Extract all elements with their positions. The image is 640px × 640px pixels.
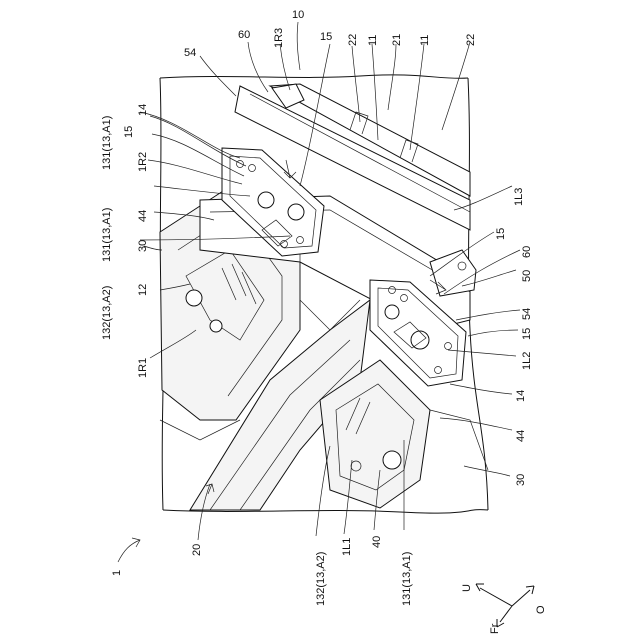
label-1L1: 1L1 [341,538,353,556]
label-50: 50 [521,270,533,282]
label-30-left: 30 [137,240,149,252]
axis-outside-label: O [535,605,547,614]
label-21: 21 [391,34,403,46]
label-60-top: 60 [238,29,250,41]
label-11-b: 11 [419,35,431,46]
label-54-top: 54 [184,47,196,59]
label-1L2: 1L2 [521,352,533,370]
axis-front-label: Fr [489,623,501,634]
label-132-left: 132(13,A2) [101,286,113,340]
label-15-right2: 15 [521,328,533,340]
label-40: 40 [371,536,383,548]
figure-reference: 1 [111,538,140,576]
label-131-bottom: 131(13,A1) [401,552,413,606]
label-15-mid: 15 [123,126,135,138]
label-22-b: 22 [465,34,477,46]
label-1R2: 1R2 [137,152,149,172]
direction-axes: U Fr O [461,584,547,634]
label-14-top: 14 [137,104,149,116]
axis-up-label: U [461,584,473,592]
label-131-top: 131(13,A1) [101,116,113,170]
label-44-right: 44 [515,430,527,442]
label-1R1: 1R1 [137,358,149,378]
label-54-right: 54 [521,308,533,320]
figure-ref-label: 1 [111,570,123,576]
label-15-top: 15 [320,31,332,43]
label-12: 12 [137,284,149,296]
label-14-right: 14 [515,390,527,402]
label-10: 10 [292,9,304,21]
label-44-left: 44 [137,210,149,222]
label-1L3: 1L3 [513,188,525,206]
label-60-right: 60 [521,246,533,258]
label-20: 20 [191,544,203,556]
label-1R3: 1R3 [273,28,285,48]
label-131-left: 131(13,A1) [101,208,113,262]
label-132-bottom: 132(13,A2) [315,552,327,606]
label-15-right: 15 [495,228,507,240]
label-22-a: 22 [347,34,359,46]
label-30-right: 30 [515,474,527,486]
label-11-a: 11 [367,35,379,46]
